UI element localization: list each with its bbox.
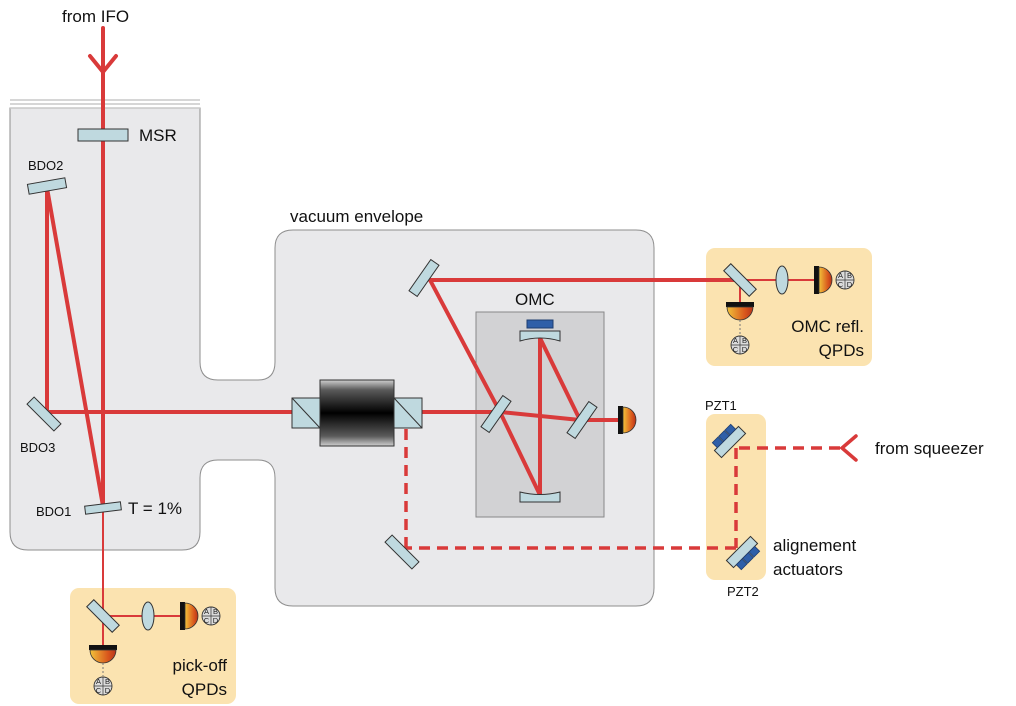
svg-text:C: C: [96, 686, 102, 695]
svg-text:D: D: [213, 616, 219, 625]
bdo2-mirror-icon: [26, 177, 68, 195]
beam-omc-bowtie: [498, 337, 582, 496]
svg-text:A: A: [96, 677, 101, 686]
label-pickoff-line2: QPDs: [182, 680, 227, 699]
label-transmission: T = 1%: [128, 499, 182, 518]
from-ifo-arrow-icon: [88, 54, 118, 76]
svg-text:B: B: [742, 336, 747, 345]
pickoff-qpd-right-icon: A B C D: [201, 606, 221, 626]
pickoff-qpd-down-icon: A B C D: [93, 676, 113, 696]
svg-text:B: B: [847, 271, 852, 280]
faraday-isolator-icon: [291, 379, 423, 447]
omc-refl-photodiode-right-icon: [814, 266, 833, 294]
svg-text:A: A: [204, 607, 209, 616]
pickoff-lens-icon: [141, 601, 155, 631]
label-bdo1: BDO1: [36, 504, 71, 519]
label-from-ifo: from IFO: [62, 7, 129, 26]
laser-beams: [45, 26, 816, 646]
pickoff-photodiode-right-icon: [180, 602, 199, 630]
label-pzt2: PZT2: [727, 584, 759, 599]
svg-text:A: A: [838, 271, 843, 280]
omc-top-mirror-icon: [519, 319, 561, 342]
steering-mirror-lower-icon: [384, 534, 420, 570]
svg-text:B: B: [213, 607, 218, 616]
svg-text:C: C: [838, 280, 844, 289]
omc-refl-qpd-down-icon: A B C D: [730, 335, 750, 355]
label-omc: OMC: [515, 290, 555, 309]
omc-refl-lens-icon: [775, 265, 789, 295]
bdo1-mirror-icon: [84, 501, 122, 515]
label-actuators-line2: actuators: [773, 560, 843, 579]
label-bdo2: BDO2: [28, 158, 63, 173]
omc-refl-beamsplitter-icon: [723, 263, 757, 297]
beam-bdo1-bdo2: [45, 186, 105, 508]
svg-text:C: C: [733, 345, 739, 354]
omc-transmission-photodiode-icon: [618, 406, 637, 434]
squeezer-beam: [404, 412, 840, 550]
steering-mirror-upper-icon: [408, 258, 440, 298]
label-pickoff-line1: pick-off: [173, 656, 228, 675]
label-bdo3: BDO3: [20, 440, 55, 455]
svg-text:D: D: [847, 280, 853, 289]
omc-bottom-mirror-icon: [519, 491, 561, 503]
pzt1-mirror-icon: [711, 423, 747, 459]
svg-text:C: C: [204, 616, 210, 625]
label-actuators-line1: alignement: [773, 536, 856, 555]
pickoff-photodiode-down-icon: [89, 645, 117, 664]
svg-text:A: A: [733, 336, 738, 345]
label-vacuum-envelope: vacuum envelope: [290, 207, 423, 226]
omc-output-mirror-icon: [566, 400, 598, 440]
omc-input-mirror-icon: [480, 394, 512, 434]
label-omc-refl-line2: QPDs: [819, 341, 864, 360]
bdo3-mirror-icon: [26, 396, 62, 432]
pickoff-beamsplitter-icon: [86, 599, 120, 633]
svg-text:B: B: [105, 677, 110, 686]
omc-refl-photodiode-down-icon: [726, 302, 754, 321]
svg-text:D: D: [105, 686, 111, 695]
label-msr: MSR: [139, 126, 177, 145]
omc-refl-qpd-right-icon: A B C D: [835, 270, 855, 290]
beam-omc-refl-up: [428, 278, 502, 414]
pzt2-mirror-icon: [725, 535, 761, 571]
svg-text:D: D: [742, 345, 748, 354]
msr-mirror-icon: [77, 128, 129, 142]
label-from-squeezer: from squeezer: [875, 439, 984, 458]
label-pzt1: PZT1: [705, 398, 737, 413]
squeezer-arrow-icon: [839, 434, 858, 462]
label-omc-refl-line1: OMC refl.: [791, 317, 864, 336]
